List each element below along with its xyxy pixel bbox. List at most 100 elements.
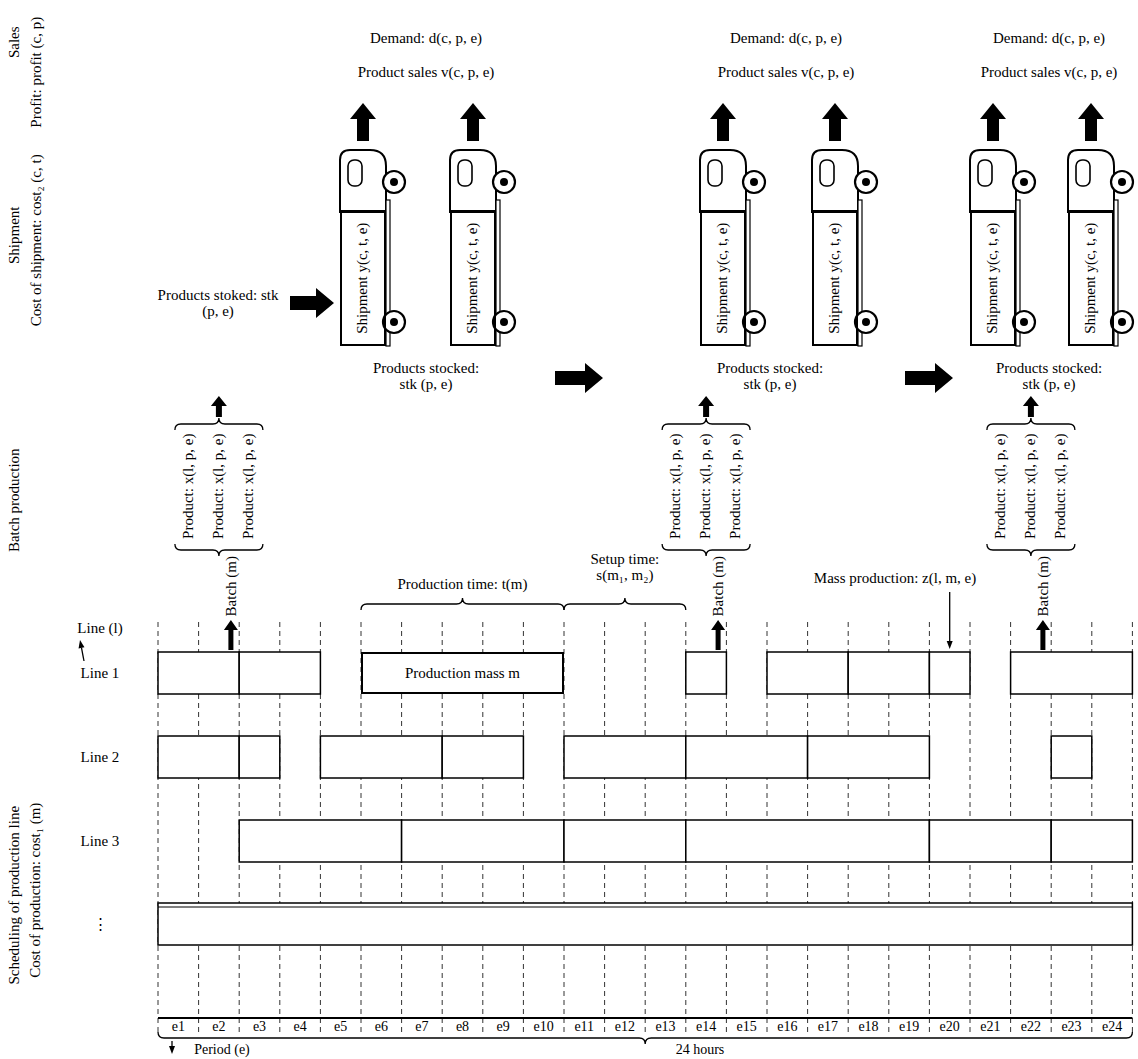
- truck-cargo-box: Shipment y(c, t, e): [970, 210, 1016, 346]
- product-label: Product: x(l, p, e): [698, 433, 715, 538]
- production-block: [808, 736, 930, 778]
- period-label: e9: [497, 1019, 510, 1034]
- truck-hub: [390, 318, 398, 326]
- period-label: e23: [1061, 1019, 1081, 1034]
- period-label: e4: [294, 1019, 307, 1034]
- period-label: e7: [415, 1019, 428, 1034]
- batch-label: Batch (m): [1035, 556, 1052, 616]
- truck-wheel: [1013, 311, 1035, 333]
- stock-label: Products stocked: stk (p, e): [364, 360, 489, 393]
- period-label: e20: [940, 1019, 960, 1034]
- axis-label: Shipment: [6, 206, 23, 264]
- time-axis: [158, 1017, 1132, 1019]
- product-label: Product: x(l, p, e): [1053, 433, 1070, 538]
- block-arrow: [822, 103, 848, 141]
- demand-label: Demand: d(c, p, e): [730, 30, 842, 47]
- block-arrow: [350, 103, 376, 141]
- axis-label: Cost of shipment: cost₂ (c, t): [28, 154, 45, 326]
- product-label: Product: x(l, p, e): [181, 433, 198, 538]
- block-arrow: [1078, 103, 1104, 141]
- production-box: Production mass m: [361, 652, 564, 694]
- block-arrow: [211, 396, 227, 417]
- batch-label: Batch (m): [223, 556, 240, 616]
- truck-hub: [500, 178, 508, 186]
- shipment-label: Shipment y(c, t, e): [827, 222, 844, 333]
- period-label: e18: [858, 1019, 878, 1034]
- axis-label: Scheduling of production line: [6, 806, 23, 985]
- box-label: Production mass m: [405, 665, 520, 682]
- truck-wheel: [1111, 171, 1133, 193]
- leader-line: [949, 592, 950, 641]
- production-block: [564, 820, 686, 862]
- truck-wheel: [855, 311, 877, 333]
- production-block: [848, 652, 929, 694]
- product-label: Product: x(l, p, e): [993, 433, 1010, 538]
- production-block: [158, 907, 1132, 908]
- axis-label: Sales: [6, 26, 23, 58]
- truck-wheel: [743, 171, 765, 193]
- block-arrow: [460, 103, 486, 141]
- period-label: e17: [818, 1019, 838, 1034]
- truck-hub: [1020, 318, 1028, 326]
- period-label: e2: [212, 1019, 225, 1034]
- axis-label: Profit: profit (c, p): [28, 17, 45, 128]
- truck-hub: [750, 318, 758, 326]
- truck-cab: [970, 150, 1016, 212]
- block-arrow: [1023, 396, 1039, 417]
- production-block: [239, 820, 401, 862]
- truck-wheel: [493, 171, 515, 193]
- line-label: Line (l): [77, 620, 122, 637]
- period-label: e6: [375, 1019, 388, 1034]
- axis-note: 24 hours: [676, 1042, 725, 1057]
- truck-wheel: [1111, 311, 1133, 333]
- block-arrow: [290, 288, 334, 318]
- stock-label: Products stocked: stk (p, e): [708, 360, 833, 393]
- truck-window: [458, 160, 472, 186]
- curly-brace: [361, 598, 564, 610]
- truck-window: [348, 160, 362, 186]
- period-label: e22: [1021, 1019, 1041, 1034]
- block-arrow: [555, 363, 603, 393]
- truck-cab: [450, 150, 496, 212]
- truck-cargo-box: Shipment y(c, t, e): [700, 210, 746, 346]
- truck-window: [708, 160, 722, 186]
- curly-brace: [175, 418, 263, 430]
- period-label: e3: [253, 1019, 266, 1034]
- annotation: Production time: t(m): [398, 576, 528, 593]
- period-label: e15: [737, 1019, 757, 1034]
- truck-cab: [1068, 150, 1114, 212]
- truck-cab: [700, 150, 746, 212]
- line-label: Line 1: [81, 665, 120, 682]
- period-label: e11: [574, 1019, 594, 1034]
- curly-brace: [175, 544, 263, 556]
- truck-wheel: [855, 171, 877, 193]
- truck-cargo-box: Shipment y(c, t, e): [812, 210, 858, 346]
- truck-hub: [1118, 318, 1126, 326]
- curly-brace: [662, 418, 750, 430]
- truck-hub: [500, 318, 508, 326]
- period-label: e13: [655, 1019, 675, 1034]
- production-block: [158, 903, 1132, 945]
- production-block: [158, 736, 239, 778]
- truck-window: [1076, 160, 1090, 186]
- curly-brace: [987, 544, 1075, 556]
- truck-hub: [750, 178, 758, 186]
- stock-label: Products stoked: stk (p, e): [153, 287, 283, 320]
- truck-cab: [812, 150, 858, 212]
- period-label: e24: [1102, 1019, 1122, 1034]
- truck-hub: [1118, 178, 1126, 186]
- truck-cargo-box: Shipment y(c, t, e): [340, 210, 386, 346]
- axis-label: Cost of production: cost₁ (m): [28, 802, 45, 977]
- production-block: [239, 652, 320, 694]
- production-block: [686, 820, 930, 862]
- line-label: Line 2: [81, 749, 120, 766]
- line-label: Line 3: [81, 833, 120, 850]
- period-label: e14: [696, 1019, 716, 1034]
- block-arrow: [710, 103, 736, 141]
- production-block: [320, 736, 442, 778]
- production-block: [1051, 736, 1092, 778]
- truck-hub: [862, 318, 870, 326]
- period-label: e19: [899, 1019, 919, 1034]
- curly-brace: [987, 418, 1075, 430]
